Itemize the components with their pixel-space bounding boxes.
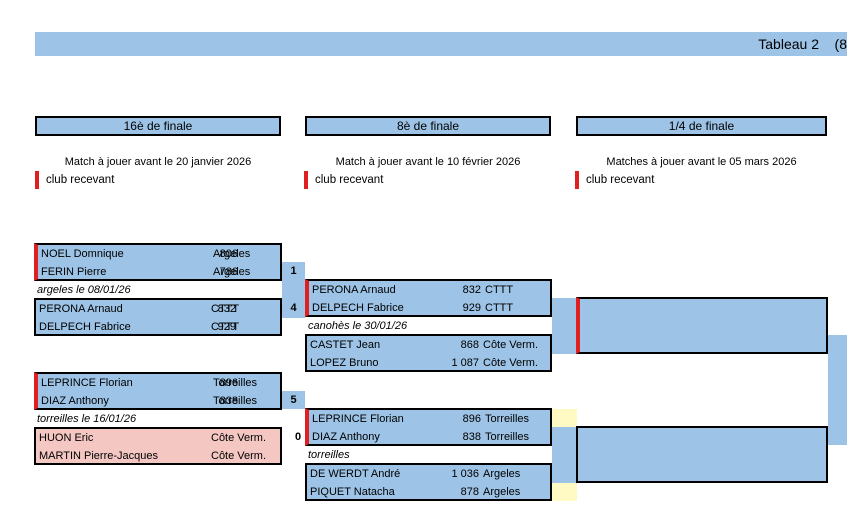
player-name: DELPECH Fabrice	[312, 302, 404, 314]
score-pending	[552, 483, 577, 501]
team-box: NOEL Domnique 806 Argeles FERIN Pierre 7…	[34, 243, 282, 281]
player-points: 1 036	[451, 468, 479, 480]
player-club: CTTT	[211, 321, 240, 333]
player-row: HUON Eric Côte Verm.	[36, 429, 280, 447]
score-b: 4	[290, 302, 297, 314]
player-name: FERIN Pierre	[41, 266, 107, 278]
player-name: LEPRINCE Florian	[312, 413, 404, 425]
player-name: MARTIN Pierre-Jacques	[39, 450, 158, 462]
round-note-8: Match à jouer avant le 10 février 2026	[335, 156, 521, 168]
connector	[282, 391, 305, 409]
team-box: CASTET Jean 868 Côte Verm. LOPEZ Bruno 1…	[305, 334, 552, 372]
team-box: DE WERDT André 1 036 Argeles PIQUET Nata…	[305, 463, 552, 501]
team-box: LEPRINCE Florian 896 Torreilles DIAZ Ant…	[34, 372, 282, 410]
player-row: PERONA Arnaud 832 CTTT	[309, 281, 550, 299]
player-points: 832	[462, 284, 481, 296]
player-row: DE WERDT André 1 036 Argeles	[307, 465, 550, 483]
match-venue: canohès le 30/01/26	[308, 320, 408, 332]
player-club: Torreilles	[213, 395, 258, 407]
player-row: DIAZ Anthony 838 Torreilles	[38, 392, 280, 410]
score-a: 5	[290, 394, 297, 406]
team-box: PERONA Arnaud 832 CTTT DELPECH Fabrice 9…	[305, 279, 552, 317]
player-row: LEPRINCE Florian 896 Torreilles	[38, 374, 280, 392]
player-points: 1 087	[451, 357, 479, 369]
club-legend-8: club recevant	[304, 171, 383, 189]
player-points: 832	[217, 303, 236, 315]
round-header-16: 16è de finale	[35, 116, 281, 136]
player-row: DIAZ Anthony 838 Torreilles	[309, 428, 550, 446]
match-venue: argeles le 08/01/26	[37, 284, 131, 296]
player-points: 838	[219, 395, 238, 407]
player-row: DELPECH Fabrice 929 CTTT	[36, 318, 280, 336]
player-name: DIAZ Anthony	[312, 431, 380, 443]
player-club: CTTT	[211, 303, 240, 315]
player-club: Argeles	[483, 468, 521, 480]
player-name: CASTET Jean	[310, 339, 381, 351]
player-row: MARTIN Pierre-Jacques Côte Verm.	[36, 447, 280, 465]
player-row: CASTET Jean 868 Côte Verm.	[307, 336, 550, 354]
player-club: Argeles	[213, 248, 251, 260]
team-box: LEPRINCE Florian 896 Torreilles DIAZ Ant…	[305, 408, 552, 446]
player-club: Argeles	[483, 486, 521, 498]
player-club: Côte Verm.	[483, 357, 539, 369]
player-points: 929	[462, 302, 481, 314]
player-name: DIAZ Anthony	[41, 395, 109, 407]
connector	[552, 298, 577, 354]
match-venue: torreilles	[308, 449, 350, 461]
score-a: 1	[290, 265, 297, 277]
player-club: CTTT	[485, 284, 514, 296]
round-header-quarter: 1/4 de finale	[576, 116, 827, 136]
player-row: DELPECH Fabrice 929 CTTT	[309, 299, 550, 317]
club-legend-quarter: club recevant	[575, 171, 654, 189]
match-venue: torreilles le 16/01/26	[37, 413, 137, 425]
player-points: 896	[219, 377, 238, 389]
player-points: 929	[217, 321, 236, 333]
player-row: FERIN Pierre 786 Argeles	[38, 263, 280, 281]
sheet-title: Tableau 2 (8	[758, 36, 847, 52]
connector	[282, 262, 305, 318]
player-club: Torreilles	[213, 377, 258, 389]
player-club: Côte Verm.	[211, 450, 267, 462]
quarter-final-slot	[576, 297, 828, 354]
player-row: LEPRINCE Florian 896 Torreilles	[309, 410, 550, 428]
player-club: Argeles	[213, 266, 251, 278]
player-row: NOEL Domnique 806 Argeles	[38, 245, 280, 263]
player-name: PERONA Arnaud	[312, 284, 396, 296]
player-points: 896	[462, 413, 481, 425]
player-name: PIQUET Natacha	[310, 486, 395, 498]
player-row: PIQUET Natacha 878 Argeles	[307, 483, 550, 501]
round-note-16: Match à jouer avant le 20 janvier 2026	[64, 156, 252, 168]
player-points: 878	[460, 486, 479, 498]
title-bar	[35, 32, 847, 56]
player-club: Côte Verm.	[211, 432, 267, 444]
player-club: Côte Verm.	[483, 339, 539, 351]
player-points: 786	[219, 266, 238, 278]
quarter-final-slot	[576, 426, 828, 483]
player-name: PERONA Arnaud	[39, 303, 123, 315]
player-club: Torreilles	[485, 431, 530, 443]
team-box-eliminated: HUON Eric Côte Verm. MARTIN Pierre-Jacqu…	[34, 427, 282, 465]
player-points: 868	[460, 339, 479, 351]
player-points: 806	[219, 248, 238, 260]
player-points: 838	[462, 431, 481, 443]
player-name: NOEL Domnique	[41, 248, 124, 260]
score-pending	[552, 409, 577, 427]
round-header-8: 8è de finale	[305, 116, 551, 136]
club-legend-16: club recevant	[35, 171, 114, 189]
player-name: DE WERDT André	[310, 468, 401, 480]
player-name: LOPEZ Bruno	[310, 357, 379, 369]
connector	[552, 427, 577, 483]
score-b: 0	[294, 431, 302, 443]
player-name: LEPRINCE Florian	[41, 377, 133, 389]
player-club: CTTT	[485, 302, 514, 314]
player-row: PERONA Arnaud 832 CTTT	[36, 300, 280, 318]
round-note-quarter: Matches à jouer avant le 05 mars 2026	[606, 156, 797, 168]
player-row: LOPEZ Bruno 1 087 Côte Verm.	[307, 354, 550, 372]
player-name: HUON Eric	[39, 432, 94, 444]
player-name: DELPECH Fabrice	[39, 321, 131, 333]
team-box: PERONA Arnaud 832 CTTT DELPECH Fabrice 9…	[34, 298, 282, 336]
connector	[828, 335, 847, 445]
player-club: Torreilles	[485, 413, 530, 425]
